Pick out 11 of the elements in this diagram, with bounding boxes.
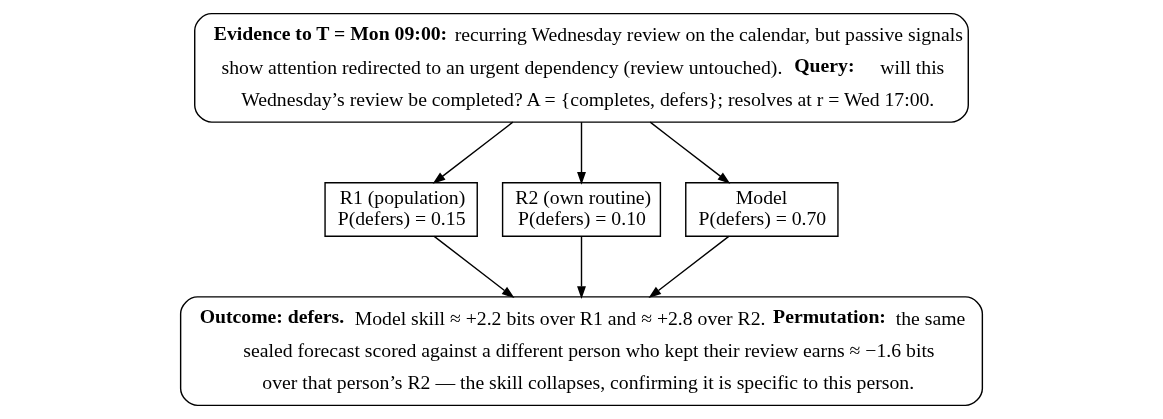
arrow (433, 235, 515, 299)
node-box: Outcome: defers. Model skill ≈ +2.2 bits over R1 and ≈ +2.8 over R2. Permutation: the same sealed forecast scored against a different person who kept their review earns ≈ −1.6 bits over that person’s R2 — the skill collapses, confirming it is specific to this person. (179, 296, 984, 407)
node-box: Model P(defers) = 0.70 (685, 182, 839, 237)
node-box: R2 (own routine) P(defers) = 0.10 (501, 182, 662, 237)
arrow (577, 235, 586, 299)
arrow (432, 121, 514, 184)
arrow (649, 121, 731, 184)
arrow (648, 235, 730, 299)
arrow (577, 121, 586, 185)
node-box: Evidence to T = Mon 09:00: recurring Wednesday review on the calendar, but passive signals show attention redirected to an urgent dependency (review untouched). Query: will this Wednesday’s review be completed? A = {completes, defers}; resolves at r = Wed 17:00. (194, 12, 969, 123)
node-box: R1 (population) P(defers) = 0.15 (324, 182, 478, 237)
